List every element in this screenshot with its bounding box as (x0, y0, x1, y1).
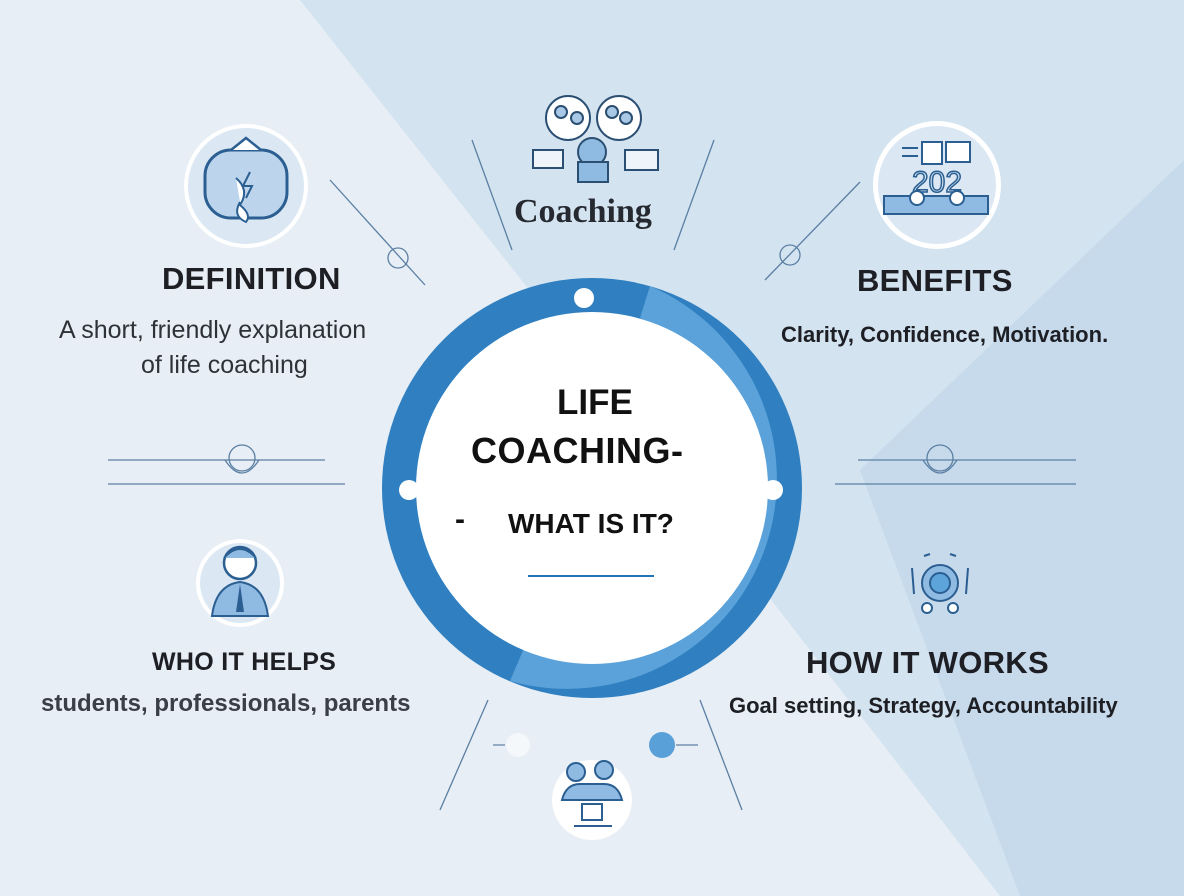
center-ring (382, 278, 802, 698)
who-it-helps-heading: WHO IT HELPS (152, 648, 337, 676)
center-title-line1: LIFE (557, 383, 633, 422)
benefits-icon: 202 (873, 121, 1001, 249)
center-title-dash: - (455, 503, 465, 536)
coaching-group-icon (532, 95, 659, 183)
definition-text-line1: A short, friendly explanation (59, 316, 367, 344)
definition-heading: DEFINITION (162, 261, 341, 296)
benefits-heading: BENEFITS (857, 263, 1013, 298)
connector-lines (108, 139, 1076, 811)
background-right-panel (860, 160, 1184, 896)
who-it-helps-text: students, professionals, parents (41, 690, 411, 717)
face-profile-icon (184, 124, 308, 248)
center-title-line2: COACHING- (471, 430, 684, 471)
alarm-clock-icon (911, 553, 969, 614)
decor-dot-left (506, 733, 530, 757)
person-headset-icon (196, 539, 284, 627)
people-computer-icon (552, 760, 632, 840)
center-title-question: WHAT IS IT? (508, 508, 674, 539)
coaching-label: Coaching (514, 193, 652, 230)
how-it-works-text: Goal setting, Strategy, Accountability (729, 693, 1118, 718)
benefits-text: Clarity, Confidence, Motivation. (781, 322, 1109, 347)
how-it-works-heading: HOW IT WORKS (806, 645, 1049, 680)
decor-dot-right (649, 732, 675, 758)
definition-text-line2: of life coaching (141, 351, 308, 379)
